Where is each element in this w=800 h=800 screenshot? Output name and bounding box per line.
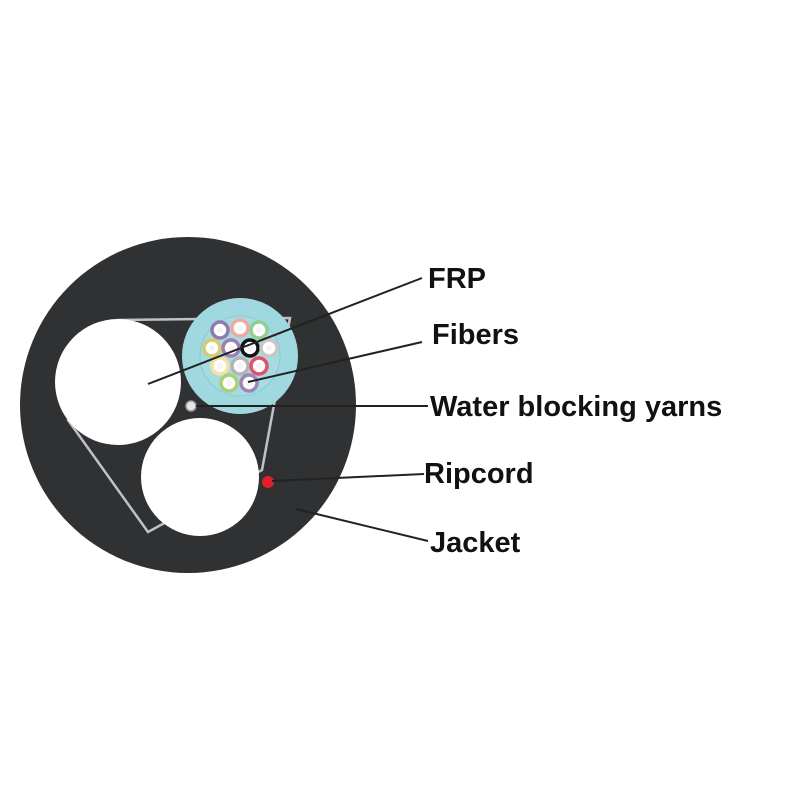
water-blocking-yarn xyxy=(185,400,197,412)
frp-label: FRP xyxy=(428,263,486,295)
fibers-label: Fibers xyxy=(432,319,519,351)
ripcord-label: Ripcord xyxy=(424,458,534,490)
ripcord-leader-line xyxy=(271,473,425,482)
fiber-core xyxy=(209,345,215,351)
jacket-label: Jacket xyxy=(430,527,521,559)
fiber-core xyxy=(256,363,262,369)
fibers-leader-line xyxy=(247,341,423,383)
fiber-core xyxy=(228,345,234,351)
fibers-bundle xyxy=(202,318,279,393)
fiber-core xyxy=(226,380,232,386)
water-blocking-yarns-label: Water blocking yarns xyxy=(430,391,722,423)
jacket-leader-line xyxy=(295,508,429,542)
fiber-core xyxy=(237,325,243,331)
frp-element-lower xyxy=(141,418,259,536)
fiber-core xyxy=(217,327,223,333)
fiber-core xyxy=(256,327,262,333)
frp-leader-line xyxy=(147,277,423,385)
fiber-core xyxy=(266,345,272,351)
ripcord xyxy=(262,476,274,488)
fiber-core xyxy=(247,345,253,351)
frp-element-upper xyxy=(55,319,181,445)
fiber-core xyxy=(217,363,223,369)
fiber-core xyxy=(237,363,243,369)
